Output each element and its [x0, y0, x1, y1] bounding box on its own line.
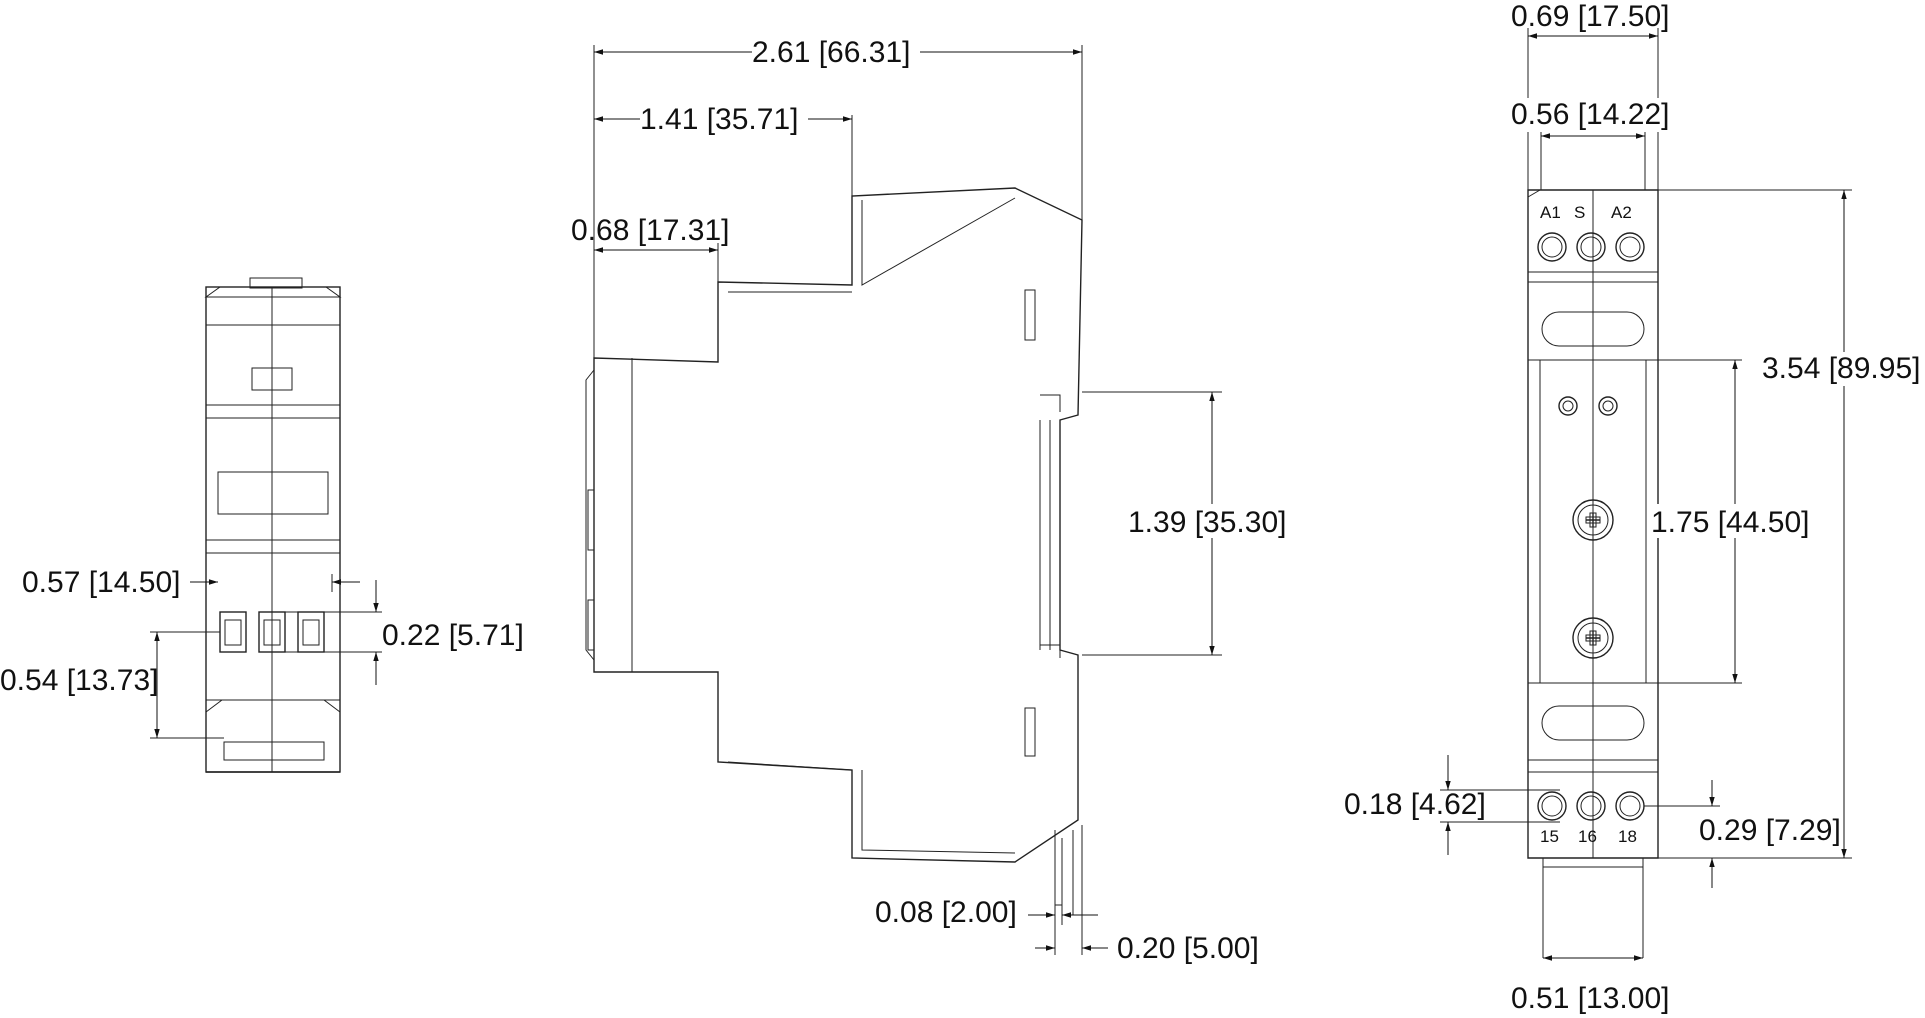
dim-front-bottom-offset: 0.29 [7.29]	[1699, 814, 1841, 847]
led-1	[1558, 396, 1578, 416]
left-body-outline	[205, 286, 341, 773]
left-end-view: 0.57 [14.50] 0.22 [5.71] 0.54 [13.73]	[0, 277, 524, 773]
left-indicator	[251, 367, 293, 391]
dim-side-clip-thickness: 0.08 [2.00]	[875, 896, 1017, 929]
left-terminal-3	[297, 611, 325, 653]
dim-side-overall-depth: 2.61 [66.31]	[752, 36, 910, 69]
bottom-terminal-16	[1576, 791, 1606, 821]
led-2	[1598, 396, 1618, 416]
front-top-slot	[1541, 311, 1645, 347]
top-terminal-s	[1576, 232, 1606, 262]
potentiometer-2	[1572, 617, 1614, 659]
dim-side-upper-step: 1.41 [35.71]	[640, 103, 798, 136]
terminal-label-18: 18	[1618, 827, 1637, 846]
dim-side-front-step: 0.68 [17.31]	[571, 214, 729, 247]
bottom-terminal-15	[1537, 791, 1567, 821]
dim-front-bottom-width: 0.51 [13.00]	[1511, 982, 1669, 1015]
top-terminal-a1	[1537, 232, 1567, 262]
dim-left-terminal-offset: 0.54 [13.73]	[0, 664, 158, 697]
dim-side-clip-width: 0.20 [5.00]	[1117, 932, 1259, 965]
side-slot-bottom	[1024, 707, 1036, 757]
terminal-label-s: S	[1574, 203, 1585, 222]
left-label-window	[217, 471, 329, 515]
dim-left-terminal-height: 0.22 [5.71]	[382, 619, 524, 652]
side-body-outline	[593, 187, 1083, 863]
terminal-label-a1: A1	[1540, 203, 1561, 222]
dim-front-terminal-pitch: 0.18 [4.62]	[1344, 788, 1486, 821]
left-bottom-clip	[223, 741, 325, 761]
dim-front-mid-height: 1.75 [44.50]	[1651, 506, 1809, 539]
dim-front-top-width: 0.56 [14.22]	[1511, 98, 1669, 131]
terminal-label-16: 16	[1578, 827, 1597, 846]
potentiometer-1	[1572, 499, 1614, 541]
side-slot-top	[1024, 289, 1036, 341]
dim-front-overall-height: 3.54 [89.95]	[1762, 352, 1920, 385]
dim-front-overall-width: 0.69 [17.50]	[1511, 0, 1669, 33]
front-bottom-slot	[1541, 705, 1645, 741]
dim-left-width: 0.57 [14.50]	[22, 566, 180, 599]
top-terminal-a2	[1615, 232, 1645, 262]
terminal-label-a2: A2	[1611, 203, 1632, 222]
front-view: A1 S A2	[1344, 0, 1925, 1015]
left-terminal-2	[258, 611, 286, 653]
left-top-tab	[249, 277, 303, 289]
terminal-label-15: 15	[1540, 827, 1559, 846]
dim-side-rail-height: 1.39 [35.30]	[1128, 506, 1286, 539]
side-view: 2.61 [66.31] 1.41 [35.71] 0.68 [17.31] 1…	[571, 34, 1298, 965]
left-terminal-1	[219, 611, 247, 653]
